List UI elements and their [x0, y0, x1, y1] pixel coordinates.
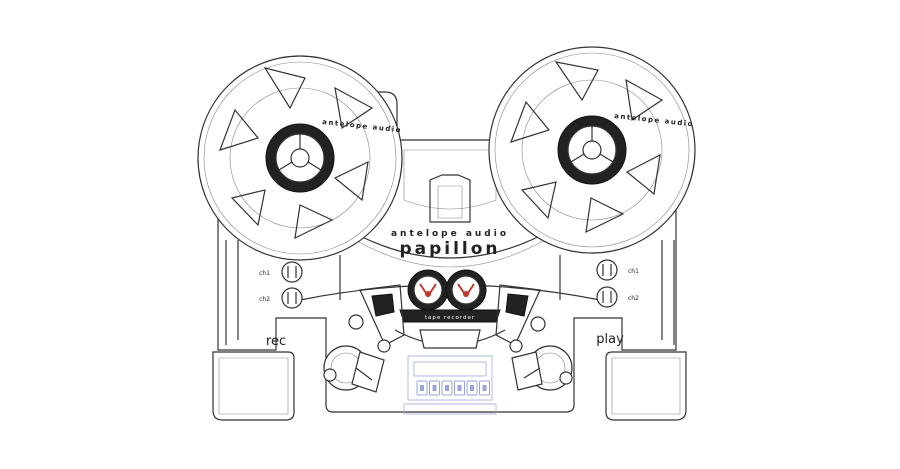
left-side-label: rec: [266, 334, 286, 349]
vu-meter-right: [445, 269, 487, 311]
right-reel-hub: [557, 115, 627, 185]
transport-key-stop-icon: [432, 385, 437, 391]
vu-meter-left: [407, 269, 449, 311]
brand-maker: antelope audio: [391, 229, 509, 239]
head-assembly: [348, 284, 546, 353]
left-reel-hub: [265, 123, 335, 193]
transport-key-rec-icon: [470, 385, 474, 391]
right-knob-ch2[interactable]: [596, 286, 618, 308]
meter-caption: tape recorder: [425, 315, 475, 321]
right-knob-ch1[interactable]: [596, 259, 618, 281]
transport-key-rew-icon: [420, 385, 424, 391]
transport-panel: [403, 355, 497, 415]
left-knob-ch2[interactable]: [281, 287, 303, 309]
left-knob-ch2-label: ch2: [259, 296, 270, 303]
transport-key-ff-icon: [457, 385, 462, 391]
left-tension-arm[interactable]: [323, 345, 385, 393]
transport-key-pause-icon: [482, 385, 487, 391]
right-knob-ch1-label: ch1: [628, 268, 639, 275]
right-tension-arm[interactable]: [511, 345, 573, 391]
left-knob-ch1-label: ch1: [259, 270, 270, 277]
right-reel-windows: [510, 61, 664, 234]
right-reel[interactable]: antelope audio: [488, 46, 696, 254]
transport-keys: [416, 380, 490, 396]
transport-key-play-icon: [445, 385, 449, 391]
left-knob-ch1[interactable]: [281, 261, 303, 283]
right-side-label: play: [596, 332, 624, 347]
brand-model: papillon: [399, 239, 500, 259]
left-reel-windows: [219, 67, 374, 240]
left-reel[interactable]: antelope audio: [197, 55, 403, 261]
right-knob-ch2-label: ch2: [628, 295, 639, 302]
